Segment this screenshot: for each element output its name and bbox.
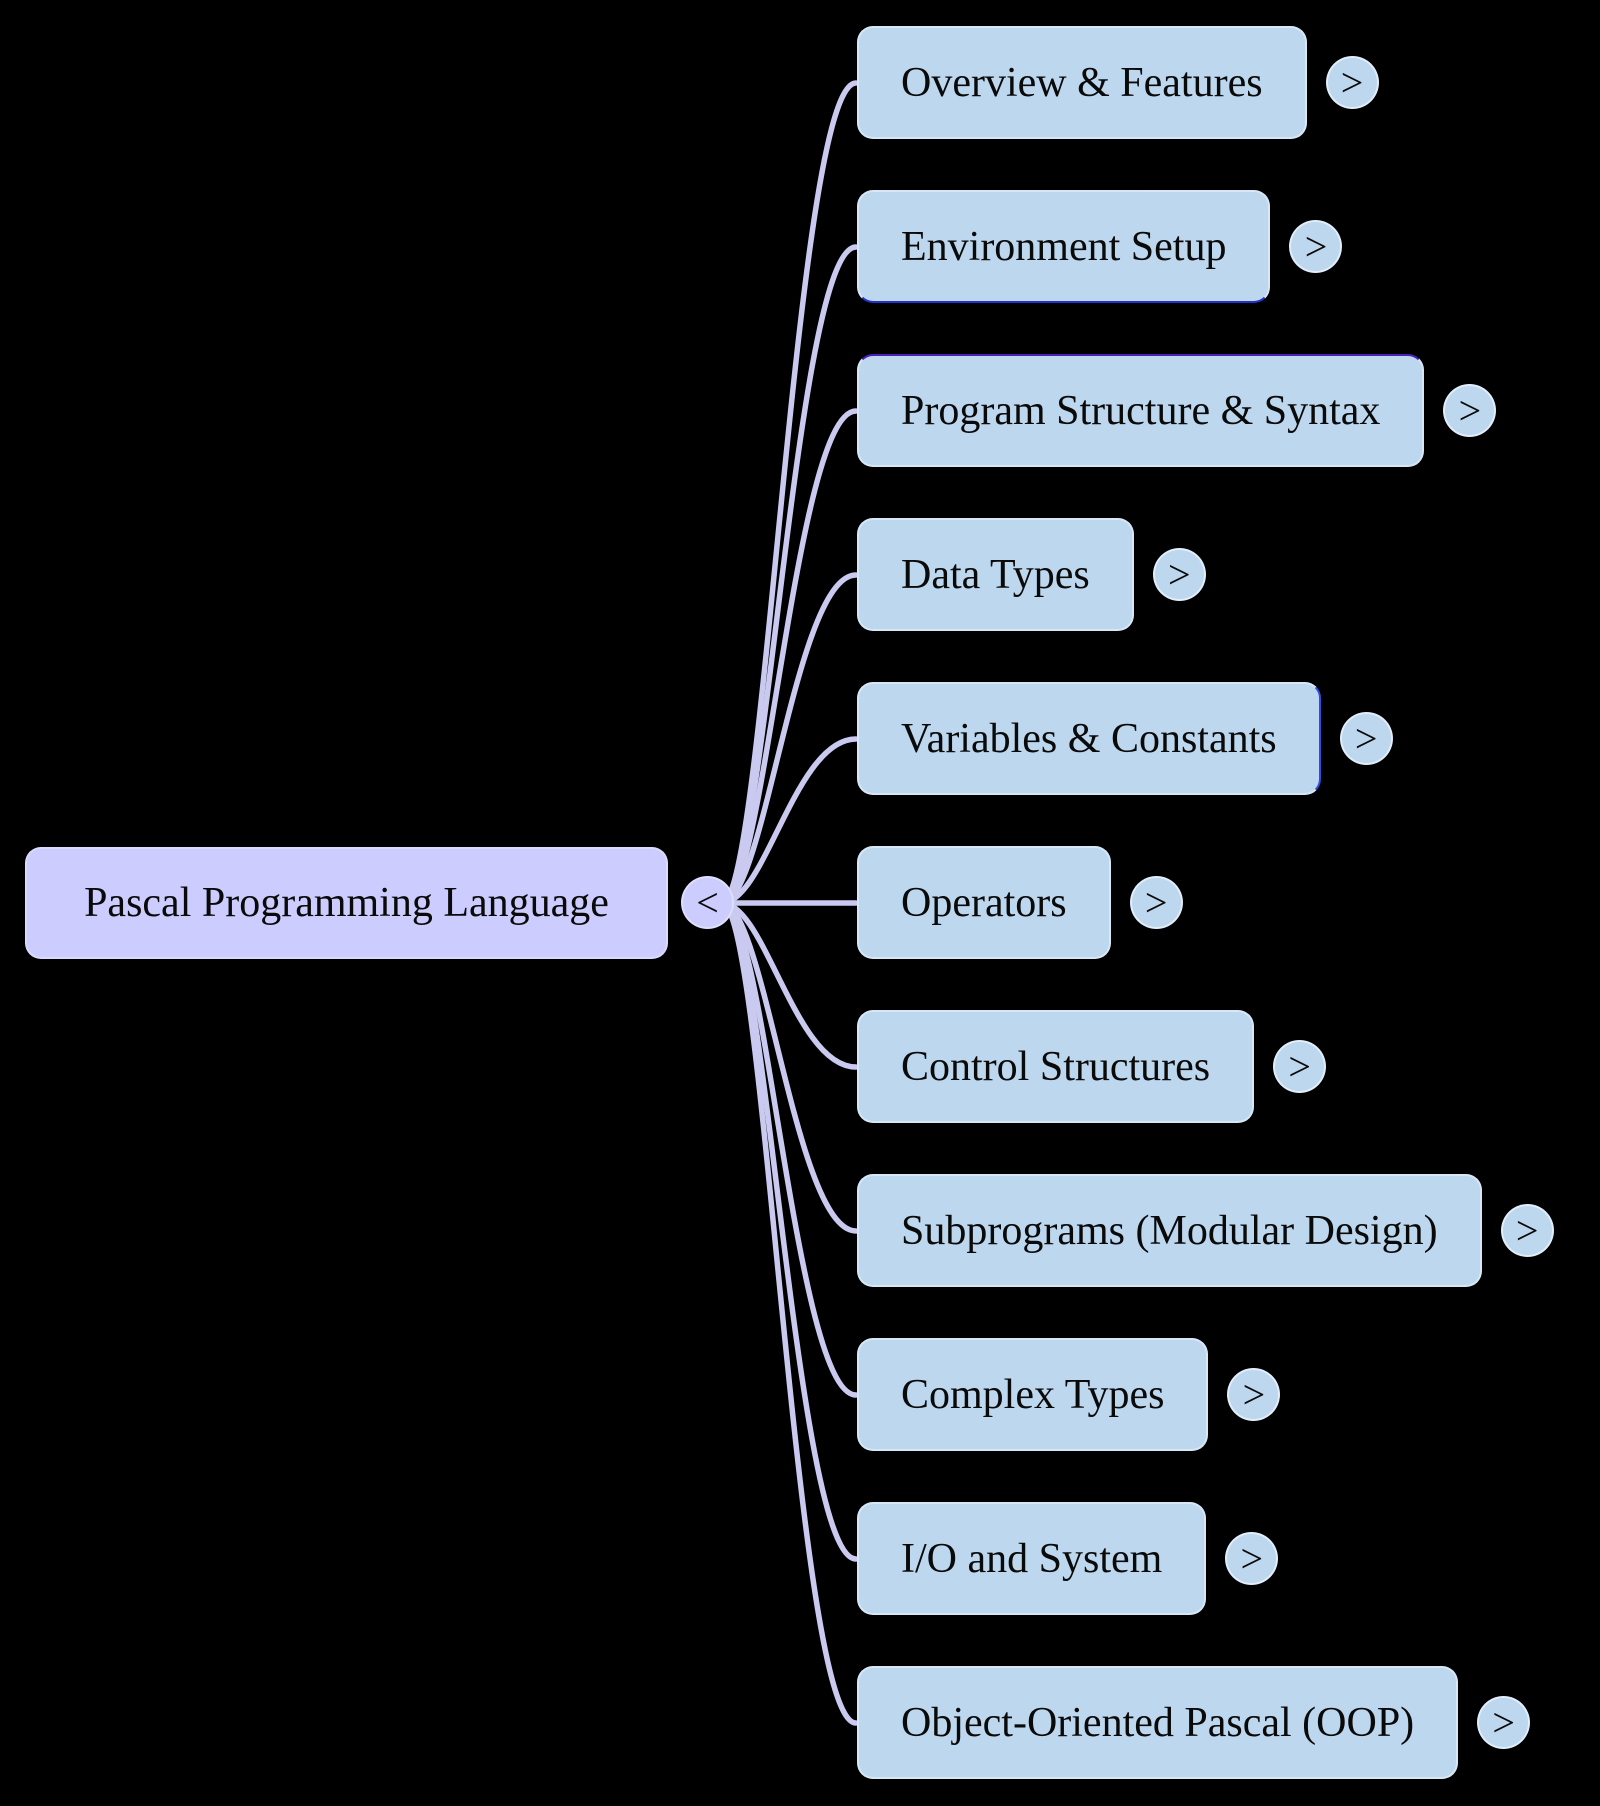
root-node-pascal[interactable]: Pascal Programming Language (25, 847, 668, 959)
expand-button[interactable]: > (1339, 712, 1393, 765)
expand-button[interactable]: > (1500, 1204, 1554, 1257)
topic-node-variables-constants[interactable]: Variables & Constants (857, 682, 1321, 795)
edge-structure (719, 408, 859, 906)
expand-button[interactable]: > (1289, 220, 1343, 273)
expand-button[interactable]: > (1477, 1696, 1531, 1749)
edge-subprograms (719, 900, 859, 1234)
topic-row: Overview & Features > (857, 26, 1379, 139)
topic-node-complex-types[interactable]: Complex Types (857, 1338, 1209, 1451)
topic-row: Subprograms (Modular Design) > (857, 1174, 1554, 1287)
topic-node-control-structures[interactable]: Control Structures (857, 1010, 1255, 1123)
edge-variables (719, 736, 859, 906)
expand-button[interactable]: > (1129, 876, 1183, 929)
topic-row: Complex Types > (857, 1338, 1281, 1451)
expand-button[interactable]: > (1325, 56, 1379, 109)
topic-node-io-system[interactable]: I/O and System (857, 1502, 1207, 1615)
topic-row: Data Types > (857, 518, 1206, 631)
topic-row: Operators > (857, 846, 1183, 959)
topic-row: Environment Setup > (857, 190, 1343, 303)
edge-data-types (719, 572, 859, 906)
expand-button[interactable]: > (1443, 384, 1497, 437)
topic-node-environment-setup[interactable]: Environment Setup (857, 190, 1271, 303)
topic-node-operators[interactable]: Operators (857, 846, 1111, 959)
edge-control (719, 900, 859, 1070)
topic-node-program-structure-syntax[interactable]: Program Structure & Syntax (857, 354, 1425, 467)
topic-row: I/O and System > (857, 1502, 1279, 1615)
topic-node-oop-pascal[interactable]: Object-Oriented Pascal (OOP) (857, 1666, 1459, 1779)
topic-row: Program Structure & Syntax > (857, 354, 1497, 467)
edge-environment (719, 244, 859, 906)
collapse-button[interactable]: < (681, 876, 734, 929)
topic-row: Object-Oriented Pascal (OOP) > (857, 1666, 1531, 1779)
expand-button[interactable]: > (1225, 1532, 1279, 1585)
topic-node-subprograms[interactable]: Subprograms (Modular Design) (857, 1174, 1482, 1287)
topic-node-data-types[interactable]: Data Types (857, 518, 1134, 631)
expand-button[interactable]: > (1227, 1368, 1281, 1421)
topic-row: Variables & Constants > (857, 682, 1393, 795)
expand-button[interactable]: > (1152, 548, 1206, 601)
expand-button[interactable]: > (1273, 1040, 1327, 1093)
topic-node-overview-features[interactable]: Overview & Features (857, 26, 1307, 139)
edge-overview (719, 80, 859, 906)
edge-oop (719, 900, 859, 1726)
topic-row: Control Structures > (857, 1010, 1327, 1123)
